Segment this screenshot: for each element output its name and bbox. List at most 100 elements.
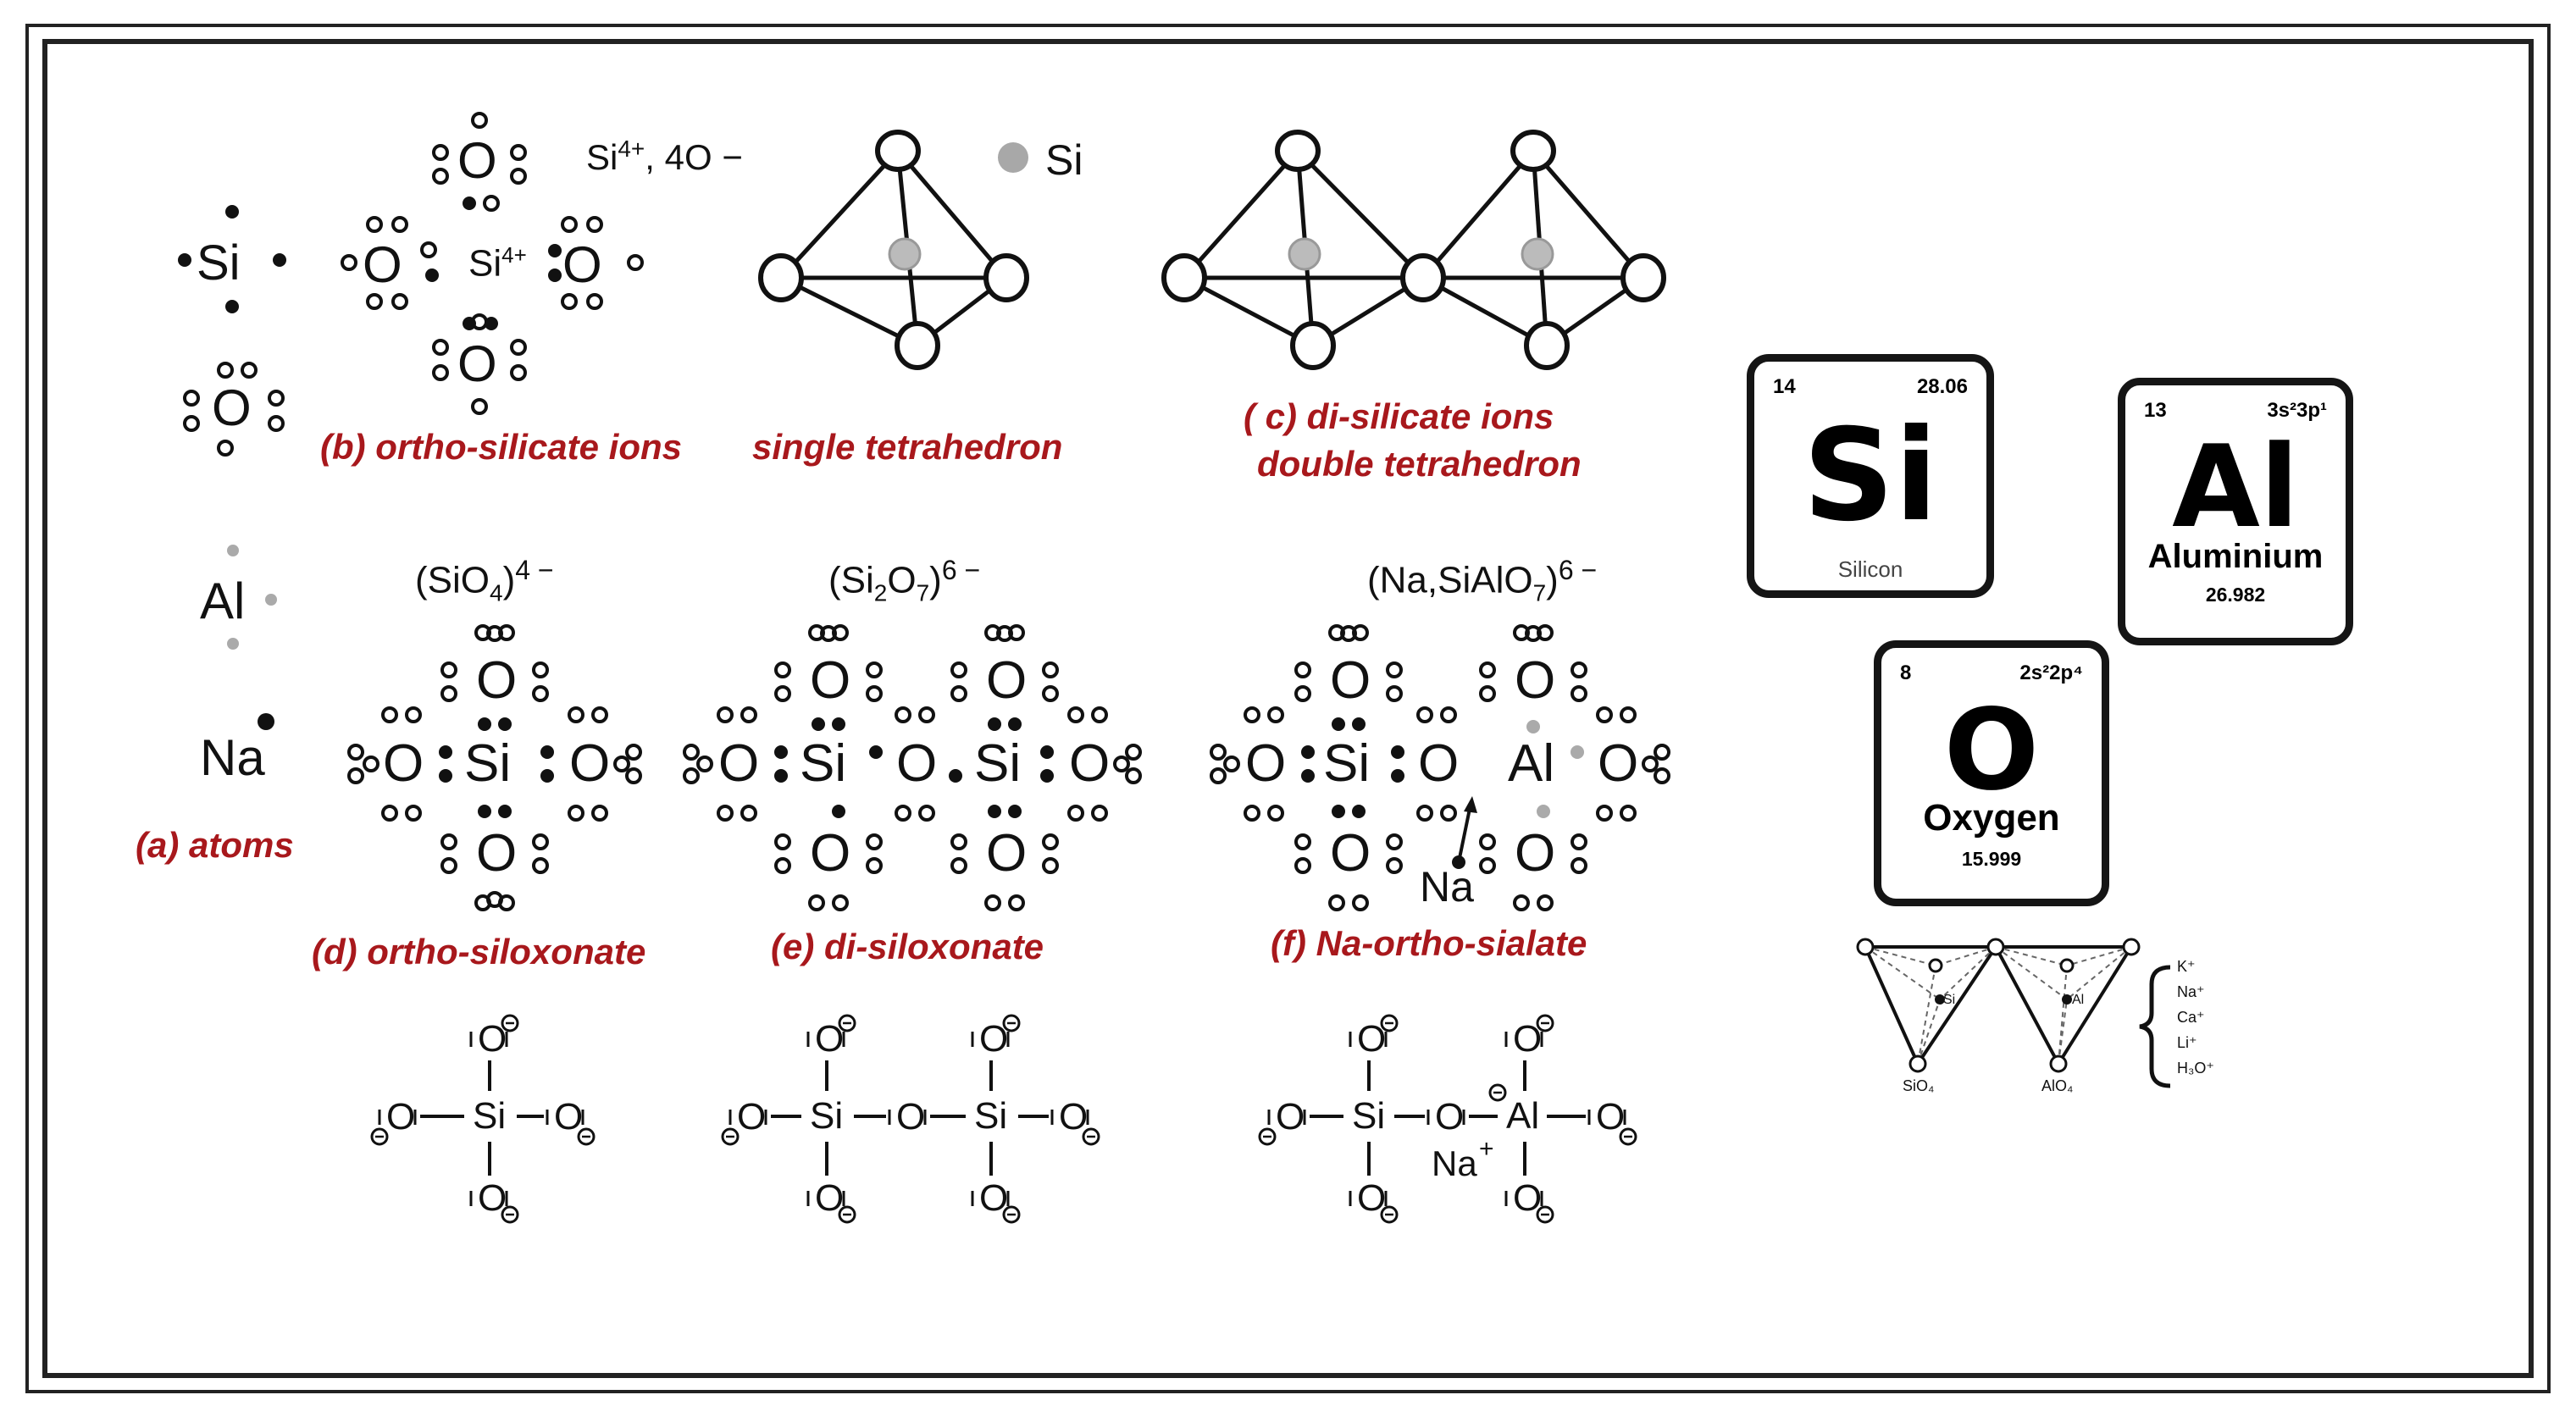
- lone-pair-electron: [1386, 685, 1403, 702]
- ortho-silicate-o-left: O: [363, 236, 402, 293]
- lone-pair-electron: [1416, 805, 1433, 822]
- lone-pair-electron: [950, 685, 967, 702]
- lewis-f-o-bottom-al: O: [1515, 824, 1556, 883]
- struct-f-na: Na: [1432, 1143, 1477, 1183]
- struct-f-o-top-al: O: [1513, 1018, 1543, 1060]
- al-electron-config: 3s²3p¹: [2267, 399, 2327, 422]
- lone-pair-electron: [363, 756, 379, 772]
- lone-pair-electron: [381, 706, 398, 723]
- na-atom-label: Na: [200, 729, 265, 786]
- lone-pair-electron: [1210, 767, 1227, 784]
- bond-electron: [832, 717, 845, 731]
- lone-pair-electron: [774, 833, 791, 850]
- o-atomic-number: 8: [1900, 661, 1912, 684]
- lone-pair-electron: [1223, 756, 1240, 772]
- bond-electron: [949, 769, 962, 783]
- bond-electron: [439, 745, 452, 759]
- lone-pair-electron: [950, 833, 967, 850]
- lone-pair-electron: [1352, 894, 1369, 911]
- legend-si-dot: [998, 142, 1028, 173]
- lone-pair-electron: [1091, 805, 1108, 822]
- bond-electron: [478, 805, 491, 818]
- si-symbol: Si: [1803, 402, 1938, 550]
- lone-pair-electron: [405, 805, 422, 822]
- lone-pair-electron: [1620, 805, 1637, 822]
- double-tetrahedron-diagram: [1161, 130, 1666, 370]
- lone-pair-electron: [1596, 706, 1613, 723]
- lewis-d-o-left: O: [383, 734, 424, 793]
- bond-electron: [1537, 805, 1550, 818]
- struct-e-si-2: Si: [974, 1095, 1008, 1137]
- cation-na: Na⁺: [2177, 983, 2205, 1000]
- al-weight: 26.982: [2205, 584, 2266, 606]
- lone-pair-electron: [740, 805, 757, 822]
- lone-pair-electron: [984, 894, 1001, 911]
- si-mass-corner: 28.06: [1916, 375, 1968, 398]
- lewis-e-si-1: Si: [800, 734, 847, 793]
- lewis-e-o-top-2: O: [986, 651, 1028, 710]
- lone-pair-electron: [381, 805, 398, 822]
- bond-electron: [1008, 717, 1022, 731]
- lone-pair-electron: [1328, 894, 1345, 911]
- lewis-e-o-bridge: O: [896, 734, 938, 793]
- bond-electron: [1571, 745, 1584, 759]
- lewis-d-si: Si: [464, 734, 512, 793]
- bond-electron: [774, 745, 788, 759]
- lone-pair-electron: [1596, 805, 1613, 822]
- element-tile-o: 8 2s²2p⁴ O Oxygen 15.999: [1874, 640, 2109, 906]
- bond-electron: [1332, 717, 1345, 731]
- si-center-dot: [888, 237, 922, 271]
- caption-ortho-silicate-ions: (b) ortho-silicate ions: [320, 427, 683, 467]
- lewis-f-o-top-si: O: [1330, 651, 1371, 710]
- lone-pair-electron: [1125, 744, 1142, 761]
- struct-d-o-bottom: O: [478, 1177, 507, 1219]
- lone-pair-electron: [1267, 805, 1284, 822]
- mini-sio4-label: SiO₄: [1903, 1077, 1935, 1094]
- o-atom-label: O: [212, 379, 252, 436]
- lone-pair-electron: [532, 661, 549, 678]
- bond-electron: [812, 717, 825, 731]
- lone-pair-electron: [1294, 833, 1311, 850]
- bond-electron: [869, 745, 883, 759]
- struct-d-o-right: O: [554, 1096, 584, 1137]
- lewis-f-na: Na: [1420, 863, 1474, 911]
- bond-electron: [1040, 769, 1054, 783]
- lone-pair-electron: [440, 857, 457, 874]
- bond-electron: [1008, 805, 1022, 818]
- bond-electron: [1332, 805, 1345, 818]
- ortho-silicate-o-bottom: O: [457, 335, 497, 392]
- struct-f-o-bottom-al: O: [1513, 1177, 1543, 1219]
- struct-f-o-bottom-si: O: [1357, 1177, 1387, 1219]
- bond-electron: [988, 805, 1001, 818]
- lone-pair-electron: [1537, 894, 1554, 911]
- legend-si-label: Si: [1045, 136, 1083, 184]
- struct-e-si-1: Si: [810, 1095, 844, 1137]
- lewis-f-o-bridge: O: [1418, 734, 1460, 793]
- caption-double-tetrahedron: double tetrahedron: [1257, 444, 1582, 484]
- lone-pair-electron: [1042, 833, 1059, 850]
- lone-pair-electron: [568, 706, 584, 723]
- cation-list: K⁺ Na⁺ Ca⁺ Li⁺ H₃O⁺: [2177, 954, 2214, 1081]
- o-atom-dots: [183, 362, 285, 457]
- lone-pair-electron: [1440, 805, 1457, 822]
- lone-pair-electron: [1571, 685, 1587, 702]
- na-atom-dot: [258, 713, 274, 730]
- struct-e-o-top-1: O: [815, 1018, 845, 1060]
- inner-frame: [42, 39, 2534, 1378]
- lone-pair-electron: [440, 685, 457, 702]
- struct-e-o-bottom-1: O: [815, 1177, 845, 1219]
- lone-pair-electron: [866, 857, 883, 874]
- mini-si-label: Si: [1943, 993, 1956, 1007]
- lone-pair-electron: [1067, 706, 1084, 723]
- lone-pair-electron: [625, 767, 642, 784]
- outer-frame: [25, 24, 2551, 1393]
- lone-pair-electron: [918, 706, 935, 723]
- cation-ca: Ca⁺: [2177, 1009, 2205, 1026]
- lone-pair-electron: [1479, 833, 1496, 850]
- lone-pair-electron: [1479, 661, 1496, 678]
- struct-d-o-top: O: [478, 1018, 507, 1060]
- struct-f-al: Al: [1506, 1095, 1540, 1137]
- lone-pair-electron: [1386, 661, 1403, 678]
